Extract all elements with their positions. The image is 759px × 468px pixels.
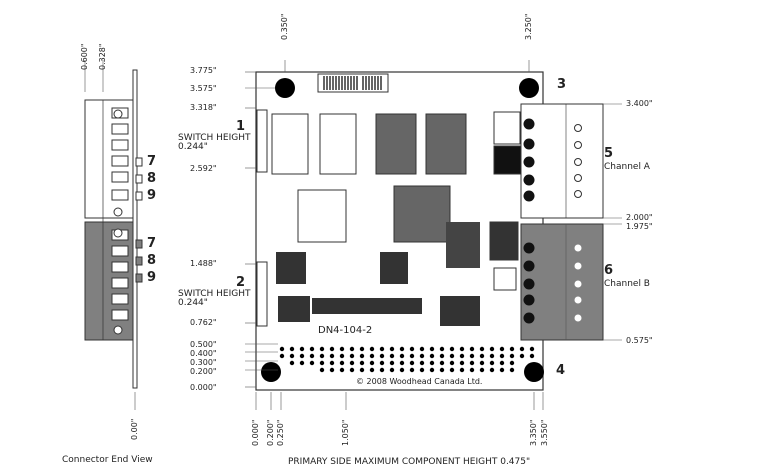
dimension-lines <box>245 60 622 410</box>
dim-0000: 0.000" <box>190 383 217 392</box>
dim-3400: 3.400" <box>626 99 653 108</box>
primary-side-caption: PRIMARY SIDE MAXIMUM COMPONENT HEIGHT 0.… <box>288 457 531 467</box>
callout-5: 5 <box>604 146 614 161</box>
dim-top-0350: 0.350" <box>280 13 289 40</box>
callout-9b: 9 <box>147 270 157 285</box>
dim-conn-000: 0.00" <box>130 418 139 441</box>
switch-height-value-1: 0.244" <box>178 142 208 152</box>
channel-a-connector <box>520 103 604 219</box>
switch-height-label-2: SWITCH HEIGHT <box>178 289 251 299</box>
dim-3575: 3.575" <box>190 84 217 93</box>
dim-bot-3550: 3.550" <box>540 419 549 446</box>
dim-0762: 0.762" <box>190 318 217 327</box>
dim-bot-3350: 3.350" <box>529 419 538 446</box>
dim-0500: 0.500" <box>190 340 217 349</box>
dim-1975: 1.975" <box>626 222 653 231</box>
pcb-board <box>255 71 544 391</box>
channel-b-label: Channel B <box>604 279 650 289</box>
copyright-text: © 2008 Woodhead Canada Ltd. <box>356 377 483 386</box>
channel-b-connector <box>520 223 604 341</box>
dim-top-0600: 0.600" <box>80 43 89 70</box>
connector-end-view-caption: Connector End View <box>62 455 153 465</box>
dim-bot-1050: 1.050" <box>341 419 350 446</box>
callout-8b: 8 <box>147 253 157 268</box>
dim-top-0328: 0.328" <box>98 43 107 70</box>
channel-a-label: Channel A <box>604 162 650 172</box>
callout-9a: 9 <box>147 188 157 203</box>
dim-2592: 2.592" <box>190 164 217 173</box>
dim-0575: 0.575" <box>626 336 653 345</box>
callout-1: 1 <box>236 119 246 134</box>
callout-2: 2 <box>236 275 246 290</box>
dim-0400: 0.400" <box>190 349 217 358</box>
callout-6: 6 <box>604 263 614 278</box>
dim-0200: 0.200" <box>190 367 217 376</box>
dim-0300: 0.300" <box>190 358 217 367</box>
dim-top-3250: 3.250" <box>524 13 533 40</box>
switch-height-label-1: SWITCH HEIGHT <box>178 133 251 143</box>
callout-7a: 7 <box>147 154 157 169</box>
dim-bot-0200: 0.200" <box>266 419 275 446</box>
callout-3: 3 <box>557 77 567 92</box>
dim-2000: 2.000" <box>626 213 653 222</box>
dim-3775: 3.775" <box>190 66 217 75</box>
dim-3318: 3.318" <box>190 103 217 112</box>
callout-8a: 8 <box>147 171 157 186</box>
dim-bot-0250: 0.250" <box>276 419 285 446</box>
dim-bot-0000: 0.000" <box>251 419 260 446</box>
dim-1488: 1.488" <box>190 259 217 268</box>
connector-end-view <box>84 60 143 410</box>
switch-height-value-2: 0.244" <box>178 298 208 308</box>
board-name: DN4-104-2 <box>318 325 373 336</box>
callout-7b: 7 <box>147 236 157 251</box>
callout-4: 4 <box>556 363 566 378</box>
